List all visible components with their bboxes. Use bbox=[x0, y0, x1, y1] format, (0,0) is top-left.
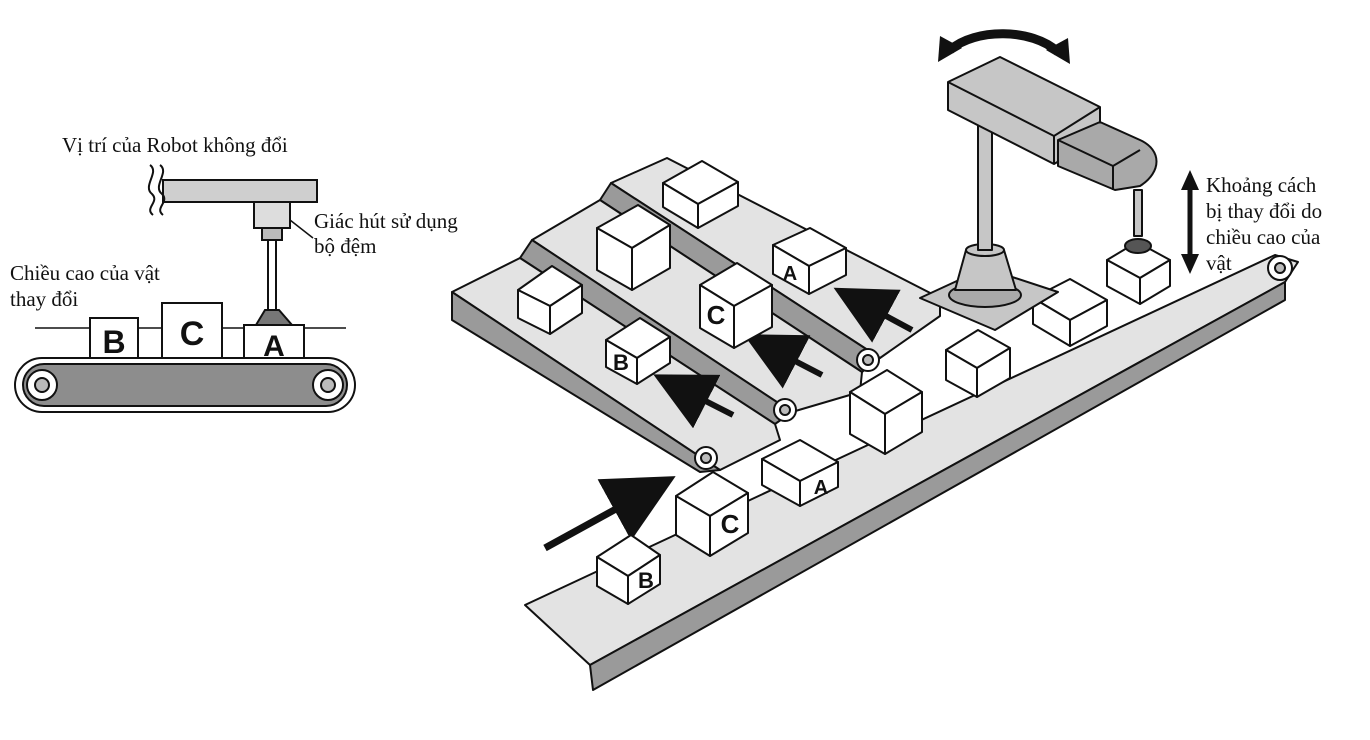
main-belt bbox=[524, 254, 1299, 691]
distance-label-line3: chiều cao của bbox=[1206, 225, 1321, 249]
main-box-a: A bbox=[761, 439, 839, 507]
side3-box-plain bbox=[662, 160, 739, 229]
robot-quill bbox=[1133, 189, 1143, 237]
suction-label-line1: Giác hút sử dụng bbox=[314, 209, 458, 233]
main-box-picked bbox=[1106, 241, 1171, 305]
side1-box-b-label: B bbox=[613, 350, 629, 375]
robot-suction-cup bbox=[1124, 238, 1152, 254]
vertical-distance-arrow bbox=[1181, 170, 1199, 274]
left-diagram: Vị trí của Robot không đổi Giác hút sử d… bbox=[10, 133, 458, 413]
left-box-a: A bbox=[243, 324, 305, 363]
side1-box-plain bbox=[517, 265, 583, 335]
scara-robot bbox=[919, 56, 1158, 331]
side2-box-c-label: C bbox=[707, 300, 726, 330]
side3-box-a: A bbox=[772, 227, 847, 295]
robot-arm-2 bbox=[1057, 121, 1158, 191]
main-box-a-label: A bbox=[814, 477, 828, 499]
left-box-c-label: C bbox=[180, 315, 205, 353]
left-conveyor bbox=[14, 357, 356, 413]
distance-label-line4: vật bbox=[1206, 251, 1232, 275]
main-box-b-label: B bbox=[638, 568, 654, 593]
height-label-line1: Chiều cao của vật bbox=[10, 261, 160, 285]
distance-label-line2: bị thay đổi do bbox=[1206, 199, 1322, 223]
side1-box-b: B bbox=[605, 317, 671, 385]
main-box-5 bbox=[945, 329, 1011, 398]
height-label-line2: thay đổi bbox=[10, 287, 78, 311]
left-box-b: B bbox=[89, 317, 139, 361]
side-belt-3-arrow bbox=[833, 287, 914, 343]
robot-arm-beam bbox=[147, 164, 318, 216]
robot-column bbox=[977, 117, 993, 251]
left-box-a-label: A bbox=[263, 330, 285, 363]
main-box-c-label: C bbox=[721, 509, 740, 539]
left-box-c: C bbox=[161, 302, 223, 361]
main-box-b: B bbox=[596, 534, 661, 605]
left-box-b-label: B bbox=[102, 324, 125, 360]
suction-head bbox=[253, 201, 314, 326]
rotation-arrow bbox=[938, 29, 1070, 64]
side2-box-c: C bbox=[699, 262, 773, 349]
side-belt-1-arrow bbox=[653, 374, 735, 429]
suction-label-line2: bộ đệm bbox=[314, 234, 376, 258]
right-diagram: A C B B bbox=[451, 29, 1322, 691]
distance-label-line1: Khoảng cách bbox=[1206, 173, 1317, 197]
main-box-c: C bbox=[675, 471, 749, 557]
side-belt-2-arrow bbox=[743, 334, 824, 389]
side3-box-a-label: A bbox=[783, 263, 797, 285]
main-belt-arrow bbox=[543, 476, 676, 552]
main-box-4 bbox=[849, 369, 923, 455]
robot-position-label: Vị trí của Robot không đổi bbox=[62, 133, 288, 157]
side2-box-plain bbox=[596, 204, 671, 291]
